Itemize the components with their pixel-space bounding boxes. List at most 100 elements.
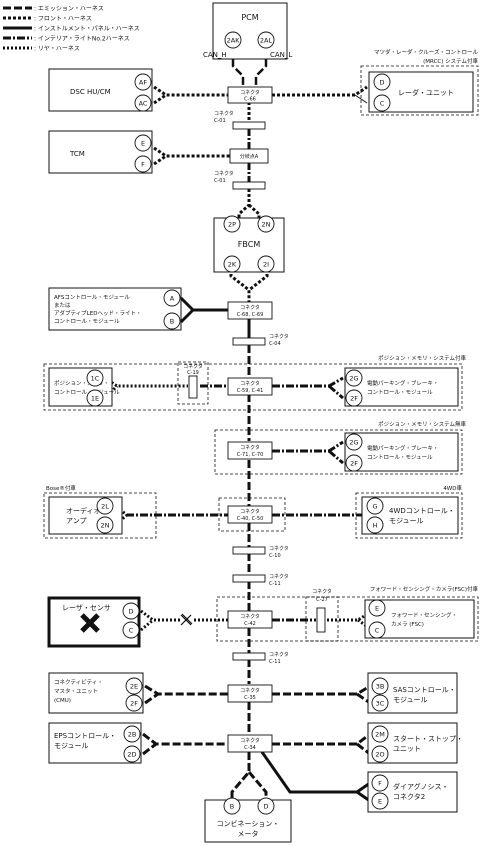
connector-c04: コネクタ C-04 bbox=[232, 333, 289, 347]
fsc-group: フォワード・センシング・カメラ(FSC)付車 bbox=[216, 585, 478, 642]
connector-word: コネクタ bbox=[240, 304, 260, 311]
eps-label: モジュール bbox=[54, 742, 89, 750]
connector-word: コネクタ bbox=[269, 651, 289, 658]
connector-c35: コネクタ C-35 bbox=[227, 684, 273, 703]
connector-c66: コネクタ C-66 bbox=[227, 86, 273, 104]
pcm-module: PCM 2AK 2AL CAN_H CAN_L bbox=[203, 2, 292, 60]
connector-word: コネクタ bbox=[240, 737, 260, 744]
pcm-label: PCM bbox=[241, 13, 258, 22]
audio-group: Bose®付車 bbox=[43, 484, 157, 539]
pin-label: E bbox=[375, 605, 379, 613]
cmu-label: コネクティビティ・ bbox=[54, 678, 103, 686]
connector-word: コネクタ bbox=[312, 588, 332, 595]
connector-word: コネクタ bbox=[214, 170, 234, 177]
cmu-label: マスタ・ユニット bbox=[54, 687, 98, 695]
pin-label: B bbox=[170, 318, 174, 326]
connector-c11b: コネクタ C-11 bbox=[232, 651, 289, 665]
sas-label: SASコントロール・ bbox=[393, 686, 456, 694]
wire-combi bbox=[230, 752, 251, 805]
wire-laser bbox=[140, 609, 228, 622]
eps-module: EPSコントロール・ モジュール 2B 2D bbox=[48, 722, 142, 764]
fsc-module: E C フォワード・センシング・ カメラ (FSC) bbox=[364, 599, 475, 639]
connector-id: C-34 bbox=[244, 745, 256, 751]
cmu-label: (CMU) bbox=[54, 698, 71, 704]
wire-dlc bbox=[260, 751, 371, 794]
connector-c34: コネクタ C-34 bbox=[227, 734, 273, 753]
dsc-module: DSC HU/CM AF AC bbox=[48, 68, 153, 112]
pin-label: 2AL bbox=[260, 37, 273, 45]
pin-label: G bbox=[372, 503, 377, 511]
pin-label: C bbox=[380, 100, 385, 108]
wire-cmu bbox=[144, 684, 228, 696]
fwd-caption: 4WD車 bbox=[443, 484, 462, 492]
connector-id: C-19 bbox=[187, 370, 199, 376]
radar-caption: (MRCC) システム付車 bbox=[423, 57, 478, 65]
wire-pcm-canl bbox=[254, 48, 268, 87]
posmem-module: ポジション・メモリ・ コントロール・モジュール 1C 1E bbox=[48, 367, 120, 407]
sas-label: モジュール bbox=[393, 696, 428, 704]
connector-id: C-01 bbox=[214, 118, 226, 124]
legend-entry-emission: : エミッション・ハーネス bbox=[3, 6, 104, 13]
combi-module: B D コンビネーション・ メータ bbox=[204, 797, 292, 843]
legend-label: : リヤ・ハーネス bbox=[34, 46, 80, 53]
pin-label: AC bbox=[139, 100, 148, 108]
pin-label: 2P bbox=[228, 221, 236, 229]
radar-label: レーダ・ユニット bbox=[398, 88, 454, 97]
startstop-label: スタート・ストップ・ bbox=[393, 734, 463, 743]
pin-label: 1E bbox=[91, 395, 99, 403]
wire-4wd bbox=[272, 504, 376, 517]
fbcm-label: FBCM bbox=[238, 240, 261, 249]
connector-c40-c50: コネクタ C-40, C-50 bbox=[227, 505, 273, 524]
posmem-label: コントロール・モジュール bbox=[54, 389, 120, 396]
pin-label: F bbox=[141, 161, 145, 169]
posmem-group: ポジション・メモリ・システム付車 bbox=[43, 354, 466, 411]
legend: : エミッション・ハーネス : フロント・ハーネス : インストルメント・パネル… bbox=[3, 6, 140, 53]
pin-label: E bbox=[378, 798, 382, 806]
legend-label: : インストルメント・パネル・ハーネス bbox=[34, 26, 140, 33]
wire-posmem bbox=[104, 376, 188, 388]
connector-id: C-11 bbox=[269, 581, 281, 587]
pin-label: 2N bbox=[101, 522, 110, 530]
pin-label: F bbox=[378, 780, 382, 788]
pin-label: 1C bbox=[91, 375, 100, 383]
epb1-label: 電動パーキング・ブレーキ・ bbox=[367, 379, 438, 387]
fwd-label: モジュール bbox=[389, 517, 424, 525]
connector-c27: コネクタ C-27 bbox=[305, 588, 339, 642]
pin-label: A bbox=[170, 295, 175, 303]
connector-word: コネクタ bbox=[269, 545, 289, 552]
connector-word: コネクタ bbox=[240, 508, 260, 515]
tcm-module: TCM E F bbox=[48, 130, 153, 174]
connector-id: C-66 bbox=[244, 97, 256, 103]
branch-label: 分岐点A bbox=[240, 153, 259, 160]
dlc-label: ダイアグノシス・ bbox=[393, 782, 449, 791]
legend-entry-rear: : リヤ・ハーネス bbox=[3, 46, 80, 53]
posmem-label: ポジション・メモリ・ bbox=[54, 380, 109, 387]
dlc-module: F E ダイアグノシス・ コネクタ2 bbox=[367, 771, 458, 813]
wire-fbcm-in bbox=[237, 189, 251, 220]
connector-word: コネクタ bbox=[214, 110, 234, 117]
startstop-label: ユニット bbox=[393, 745, 421, 753]
legend-label: : フロント・ハーネス bbox=[34, 16, 92, 23]
connector-id: C-42 bbox=[244, 621, 256, 627]
pin-label: E bbox=[141, 140, 145, 148]
fbcm-module: 2P 2N FBCM 2K 2I bbox=[213, 215, 285, 273]
connector-word: コネクタ bbox=[240, 687, 260, 694]
connector-word: コネクタ bbox=[240, 444, 260, 451]
connector-id: C-68, C-69 bbox=[237, 312, 264, 318]
pin-label: B bbox=[230, 803, 234, 811]
fwd-group: 4WD車 bbox=[355, 484, 462, 539]
legend-entry-interior: : インテリア・ライトNo.2ハーネス bbox=[3, 36, 130, 43]
connector-c11a: コネクタ C-11 bbox=[232, 573, 289, 587]
wire-startstop bbox=[272, 732, 371, 746]
radar-module: マツダ・レーダ・クルーズ・コントロール (MRCC) システム付車 D C レー… bbox=[360, 48, 478, 116]
afs-label: アダプティブLEDヘッド・ライト・ bbox=[54, 309, 141, 317]
wire-dsc bbox=[153, 85, 228, 97]
pin-label: AF bbox=[139, 79, 147, 87]
audio-module: オーディオ・ アンプ 2L 2N bbox=[48, 496, 123, 535]
epb2-group: ポジション・メモリ・システム無車 bbox=[214, 420, 466, 475]
connector-c68-c69: コネクタ C-68, C-69 bbox=[227, 301, 273, 320]
audio-label: アンプ bbox=[66, 517, 87, 525]
pin bbox=[224, 31, 242, 49]
pin-label: 2L bbox=[101, 503, 109, 511]
eps-label: EPSコントロール・ bbox=[54, 732, 116, 740]
